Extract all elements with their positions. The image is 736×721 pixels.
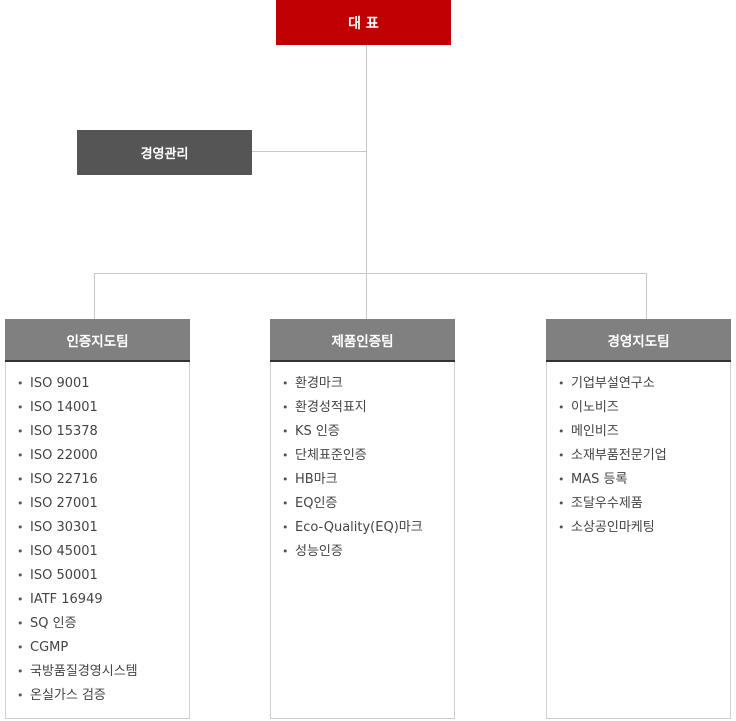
ceo-label: 대 표 bbox=[348, 15, 379, 32]
list-item: KS 인증 bbox=[271, 420, 454, 444]
connector-ceo-vertical bbox=[366, 45, 367, 320]
list-item: EQ인증 bbox=[271, 492, 454, 516]
dept-head-product-certification: 제품인증팀 bbox=[270, 319, 455, 362]
list-item: 소상공인마케팅 bbox=[547, 516, 730, 540]
list-item: 이노비즈 bbox=[547, 396, 730, 420]
connector-dept-left bbox=[94, 273, 95, 320]
list-item: ISO 14001 bbox=[6, 396, 189, 420]
list-item: ISO 50001 bbox=[6, 564, 189, 588]
dept-title: 인증지도팀 bbox=[66, 333, 129, 350]
list-item: 소재부품전문기업 bbox=[547, 444, 730, 468]
management-box: 경영관리 bbox=[77, 130, 252, 175]
list-item: MAS 등록 bbox=[547, 468, 730, 492]
list-item: 국방품질경영시스템 bbox=[6, 660, 189, 684]
dept-list-product-certification: 환경마크환경성적표지KS 인증단체표준인증HB마크EQ인증Eco-Quality… bbox=[270, 362, 455, 719]
connector-management bbox=[252, 151, 367, 152]
dept-list-management-guidance: 기업부설연구소이노비즈메인비즈소재부품전문기업MAS 등록조달우수제품소상공인마… bbox=[546, 362, 731, 719]
list-item: ISO 45001 bbox=[6, 540, 189, 564]
connector-dept-right bbox=[646, 273, 647, 320]
dept-title: 제품인증팀 bbox=[331, 333, 394, 350]
list-item: 조달우수제품 bbox=[547, 492, 730, 516]
list-item: 단체표준인증 bbox=[271, 444, 454, 468]
list-item: 환경성적표지 bbox=[271, 396, 454, 420]
ceo-box: 대 표 bbox=[276, 0, 451, 45]
connector-horizontal bbox=[94, 273, 647, 274]
list-item: ISO 15378 bbox=[6, 420, 189, 444]
list-item: 온실가스 검증 bbox=[6, 684, 189, 708]
list-item: IATF 16949 bbox=[6, 588, 189, 612]
dept-head-management-guidance: 경영지도팀 bbox=[546, 319, 731, 362]
list-item: ISO 22716 bbox=[6, 468, 189, 492]
list-item: ISO 27001 bbox=[6, 492, 189, 516]
dept-title: 경영지도팀 bbox=[607, 333, 670, 350]
list-item: 환경마크 bbox=[271, 372, 454, 396]
management-label: 경영관리 bbox=[140, 147, 189, 162]
list-item: ISO 30301 bbox=[6, 516, 189, 540]
dept-list-certification-guidance: ISO 9001ISO 14001ISO 15378ISO 22000ISO 2… bbox=[5, 362, 190, 719]
list-item: CGMP bbox=[6, 636, 189, 660]
list-item: 성능인증 bbox=[271, 540, 454, 564]
dept-head-certification-guidance: 인증지도팀 bbox=[5, 319, 190, 362]
list-item: ISO 22000 bbox=[6, 444, 189, 468]
list-item: ISO 9001 bbox=[6, 372, 189, 396]
list-item: 메인비즈 bbox=[547, 420, 730, 444]
list-item: SQ 인증 bbox=[6, 612, 189, 636]
list-item: HB마크 bbox=[271, 468, 454, 492]
list-item: 기업부설연구소 bbox=[547, 372, 730, 396]
list-item: Eco-Quality(EQ)마크 bbox=[271, 516, 454, 540]
